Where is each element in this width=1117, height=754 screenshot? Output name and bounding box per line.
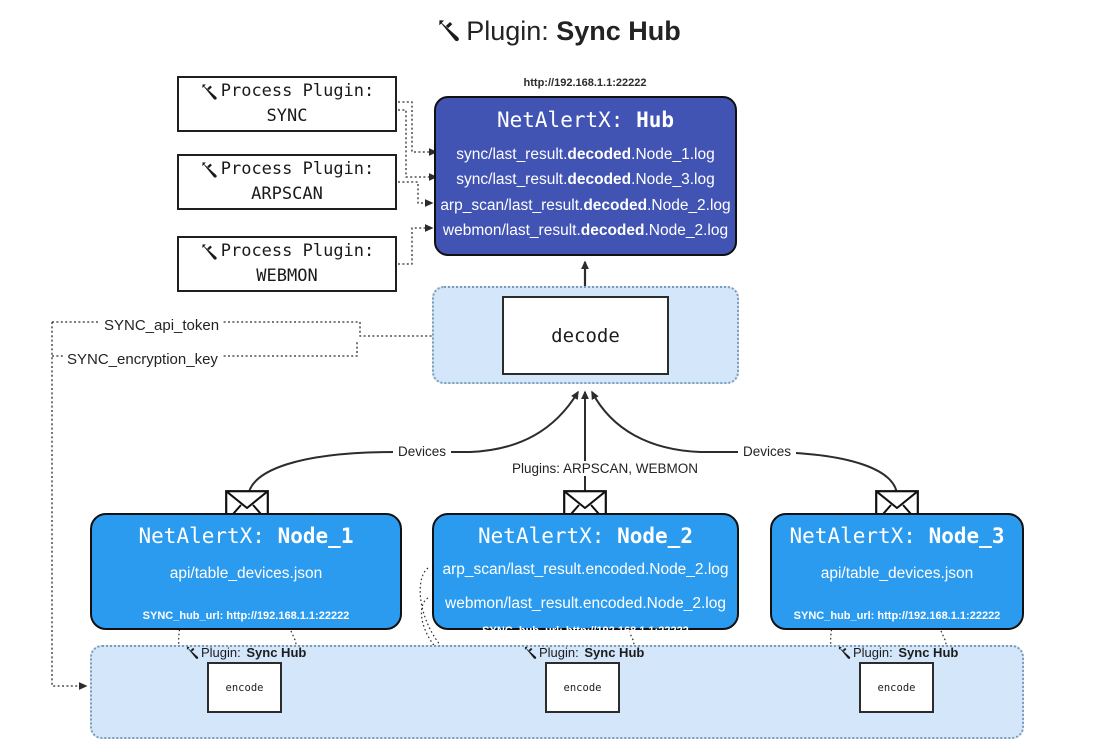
- node-title: NetAlertX: Node_2: [434, 524, 737, 548]
- hub-log-pre: arp_scan/last_result.: [440, 196, 584, 214]
- process-plugin-label: Process Plugin:: [220, 81, 375, 102]
- process-plugin-webmon-box[interactable]: Process Plugin: WEBMON: [177, 236, 397, 292]
- node-card-node-3[interactable]: NetAlertX: Node_3 api/table_devices.json…: [770, 513, 1024, 630]
- hub-log-pre: sync/last_result.: [456, 146, 568, 163]
- node-title-name: Node_2: [617, 524, 693, 548]
- hub-log-bold: decoded: [580, 221, 645, 239]
- node-title-name: Node_3: [928, 524, 1005, 548]
- process-plugin-arpscan-box[interactable]: Process Plugin: ARPSCAN: [177, 154, 397, 210]
- hub-title-prefix: NetAlertX:: [496, 108, 624, 132]
- plugin-caption-prefix: Plugin:: [853, 645, 893, 660]
- plugin-caption-name: Sync Hub: [246, 645, 307, 660]
- node-card-node-1[interactable]: NetAlertX: Node_1 api/table_devices.json…: [90, 513, 402, 630]
- page-title-name: Sync Hub: [556, 16, 681, 46]
- hub-log-post: .Node_2.log: [644, 221, 729, 239]
- node-title: NetAlertX: Node_3: [772, 524, 1022, 548]
- plugin-caption-name: Sync Hub: [584, 645, 645, 660]
- hub-log-line: sync/last_result.decoded.Node_3.log: [436, 167, 735, 192]
- node-title-prefix: NetAlertX:: [138, 524, 265, 548]
- page-title: Plugin: Sync Hub: [0, 16, 1117, 47]
- process-plugin-sync-box[interactable]: Process Plugin: SYNC: [177, 76, 397, 132]
- edge-label-devices-left: Devices: [393, 444, 452, 459]
- node-title-prefix: NetAlertX:: [478, 524, 605, 548]
- hub-log-post: .Node_2.log: [647, 196, 731, 214]
- hub-card[interactable]: NetAlertX: Hub sync/last_result.decoded.…: [434, 96, 737, 256]
- plugin-caption-prefix: Plugin:: [201, 645, 241, 660]
- node-title: NetAlertX: Node_1: [92, 524, 400, 548]
- plugin-caption-name: Sync Hub: [898, 645, 959, 660]
- plug-icon: [186, 646, 199, 659]
- hub-log-post: .Node_1.log: [631, 146, 715, 163]
- node-title-name: Node_1: [277, 524, 354, 548]
- hub-log-bold: decoded: [567, 146, 632, 163]
- plugin-caption-node-3: Plugin: Sync Hub: [837, 645, 958, 660]
- process-plugin-label: Process Plugin:: [220, 241, 375, 262]
- decode-box[interactable]: decode: [502, 296, 669, 375]
- sync-encryption-key-label: SYNC_encryption_key: [63, 351, 222, 368]
- node-resource-line: arp_scan/last_result.encoded.Node_2.log: [442, 561, 729, 578]
- edge-label-devices-right: Devices: [738, 444, 797, 459]
- node-resource-line: api/table_devices.json: [169, 565, 323, 582]
- edge-label-plugins: Plugins: ARPSCAN, WEBMON: [507, 461, 704, 476]
- hub-log-bold: decoded: [583, 196, 648, 214]
- hub-log-pre: webmon/last_result.: [442, 221, 581, 239]
- process-plugin-name: ARPSCAN: [251, 184, 323, 204]
- hub-log-post: .Node_3.log: [631, 171, 715, 189]
- node-card-node-2[interactable]: NetAlertX: Node_2 arp_scan/last_result.e…: [432, 513, 739, 637]
- plug-icon: [524, 646, 537, 659]
- hub-log-line: sync/last_result.decoded.Node_1.log: [436, 142, 735, 167]
- plugin-caption-node-1: Plugin: Sync Hub: [185, 645, 306, 660]
- plug-icon: [838, 646, 851, 659]
- node-title-prefix: NetAlertX:: [789, 524, 916, 548]
- hub-log-pre: sync/last_result.: [456, 171, 568, 189]
- node-resource-line: api/table_devices.json: [820, 565, 974, 582]
- encode-box-node-3[interactable]: encode: [859, 662, 934, 713]
- hub-url-label: http://192.168.1.1:22222: [523, 77, 647, 89]
- hub-log-line: webmon/last_result.decoded.Node_2.log: [436, 218, 735, 243]
- plug-icon: [202, 84, 217, 100]
- hub-log-bold: decoded: [567, 171, 632, 189]
- hub-title-name: Hub: [636, 108, 675, 132]
- process-plugin-label: Process Plugin:: [220, 159, 375, 180]
- node-hub-url-label: SYNC_hub_url: http://192.168.1.1:22222: [482, 625, 689, 638]
- plug-icon: [202, 244, 217, 260]
- node-hub-url-label: SYNC_hub_url: http://192.168.1.1:22222: [793, 610, 1001, 622]
- plug-icon: [439, 20, 460, 42]
- process-plugin-name: WEBMON: [256, 266, 318, 286]
- process-plugin-name: SYNC: [266, 106, 308, 126]
- node-resource-line: webmon/last_result.encoded.Node_2.log: [445, 595, 726, 613]
- plugin-caption-node-2: Plugin: Sync Hub: [523, 645, 644, 660]
- plugin-caption-prefix: Plugin:: [539, 645, 579, 660]
- plug-icon: [202, 162, 217, 178]
- sync-api-token-label: SYNC_api_token: [100, 317, 224, 334]
- encode-box-node-1[interactable]: encode: [207, 662, 282, 713]
- hub-title: NetAlertX: Hub: [436, 108, 735, 132]
- encode-box-node-2[interactable]: encode: [545, 662, 620, 713]
- page-title-prefix: Plugin:: [466, 16, 549, 46]
- node-hub-url-label: SYNC_hub_url: http://192.168.1.1:22222: [142, 610, 350, 622]
- hub-log-line: arp_scan/last_result.decoded.Node_2.log: [436, 193, 735, 218]
